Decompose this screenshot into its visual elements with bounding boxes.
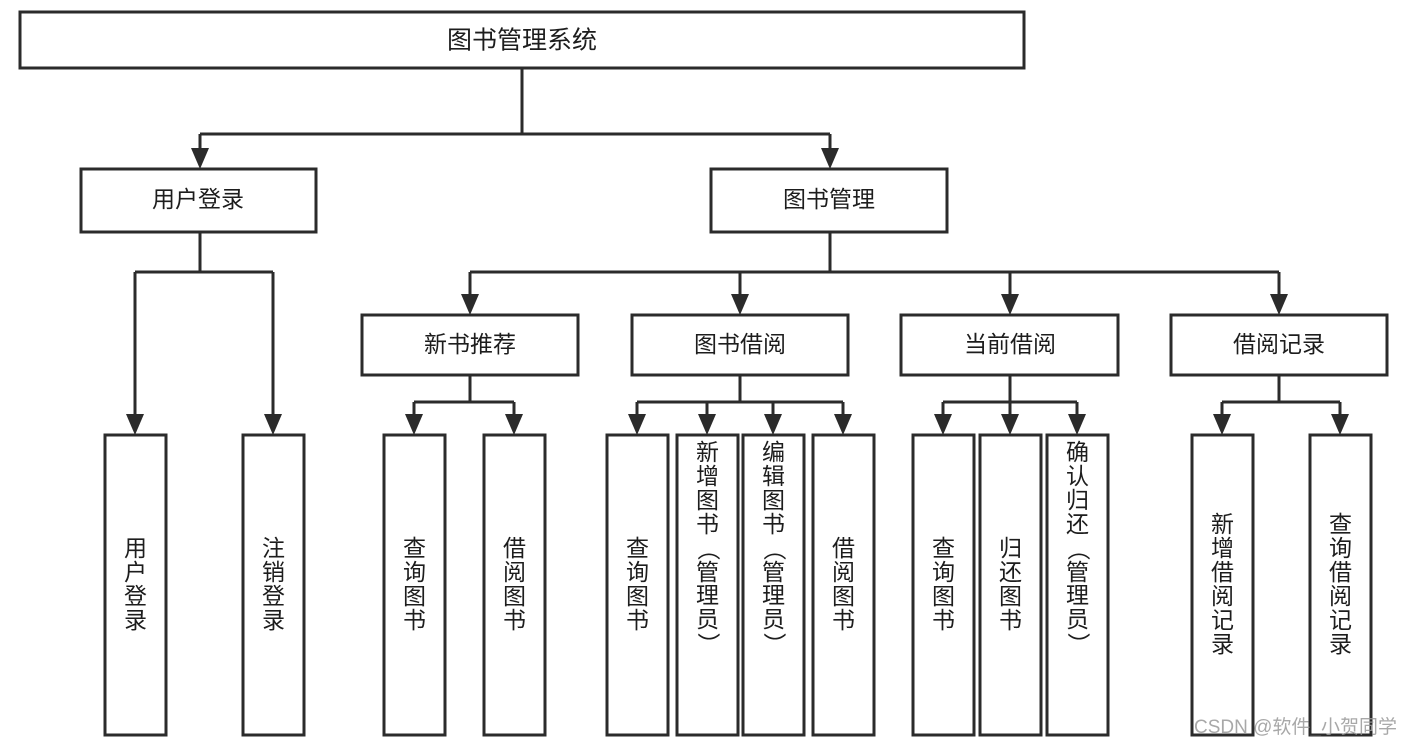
leaf-box-add-book[interactable] — [675, 433, 740, 737]
arrow-to-leaf-confirm-return — [1068, 414, 1086, 435]
link-currentborrow-bus — [941, 375, 1079, 416]
node-new-book-box[interactable] — [360, 313, 580, 377]
node-book-borrow-box[interactable] — [630, 313, 850, 377]
node-user-login-box[interactable] — [79, 167, 318, 234]
node-new-book-label: 新书推荐 — [424, 331, 516, 357]
link-bookmanage-bus — [468, 232, 1281, 296]
arrow-to-book-manage — [821, 148, 839, 169]
arrow-to-leaf-borrow-book-2 — [834, 414, 852, 435]
link-root-bus — [198, 68, 832, 150]
node-current-borrow[interactable]: 当前借阅 — [899, 313, 1120, 377]
leaf-box-borrow-book-2[interactable] — [811, 433, 876, 737]
leaf-box-query-book-2[interactable] — [605, 433, 670, 737]
leaf-box-borrow-book-1[interactable] — [482, 433, 547, 737]
node-root-label: 图书管理系统 — [447, 27, 597, 55]
node-borrow-record[interactable]: 借阅记录 — [1169, 313, 1389, 377]
arrow-to-leaf-borrow-book-1 — [505, 414, 523, 435]
arrow-to-leaf-user-login — [126, 414, 144, 435]
node-borrow-record-box[interactable] — [1169, 313, 1389, 377]
arrow-to-leaf-add-record — [1213, 414, 1231, 435]
link-userlogin-bus — [133, 232, 275, 416]
connectors — [126, 68, 1349, 435]
arrow-to-user-login — [191, 148, 209, 169]
link-bookborrow-bus — [635, 375, 845, 416]
leaf-box-add-record[interactable] — [1190, 433, 1255, 737]
arrow-to-leaf-query-book-1 — [405, 414, 423, 435]
arrow-to-leaf-add-book — [698, 414, 716, 435]
node-book-manage[interactable]: 图书管理 — [709, 167, 949, 234]
leaf-box-logout[interactable] — [241, 433, 306, 737]
arrow-to-book-borrow — [731, 294, 749, 315]
leaf-box-query-record[interactable] — [1308, 433, 1373, 737]
arrow-to-borrow-record — [1270, 294, 1288, 315]
leaf-box-query-book-1[interactable] — [382, 433, 447, 737]
node-current-borrow-box[interactable] — [899, 313, 1120, 377]
node-user-login[interactable]: 用户登录 — [79, 167, 318, 234]
node-book-manage-box[interactable] — [709, 167, 949, 234]
arrow-to-leaf-query-record — [1331, 414, 1349, 435]
node-book-manage-label: 图书管理 — [783, 186, 875, 212]
leaf-box-edit-book[interactable] — [741, 433, 806, 737]
node-user-login-label: 用户登录 — [152, 186, 244, 212]
leaf-boxes — [103, 433, 1373, 737]
leaf-box-confirm-return[interactable] — [1045, 433, 1110, 737]
arrow-to-current-borrow — [1001, 294, 1019, 315]
node-root[interactable]: 图书管理系统 — [18, 10, 1026, 70]
node-borrow-record-label: 借阅记录 — [1233, 331, 1325, 357]
arrow-to-leaf-logout — [264, 414, 282, 435]
node-new-book[interactable]: 新书推荐 — [360, 313, 580, 377]
node-book-borrow-label: 图书借阅 — [694, 331, 786, 357]
arrow-to-leaf-return-book — [1001, 414, 1019, 435]
node-root-box[interactable] — [18, 10, 1026, 70]
arrow-to-leaf-edit-book — [764, 414, 782, 435]
leaf-box-query-book-3[interactable] — [911, 433, 976, 737]
arrow-to-new-book — [461, 294, 479, 315]
leaf-box-return-book[interactable] — [978, 433, 1043, 737]
link-borrowrecord-bus — [1220, 375, 1342, 416]
arrow-to-leaf-query-book-2 — [628, 414, 646, 435]
leaf-box-user-login[interactable] — [103, 433, 168, 737]
node-book-borrow[interactable]: 图书借阅 — [630, 313, 850, 377]
link-newbook-bus — [412, 375, 516, 416]
arrow-to-leaf-query-book-3 — [934, 414, 952, 435]
watermark-text: CSDN @软件_小贺同学 — [1194, 717, 1397, 738]
node-current-borrow-label: 当前借阅 — [964, 331, 1056, 357]
